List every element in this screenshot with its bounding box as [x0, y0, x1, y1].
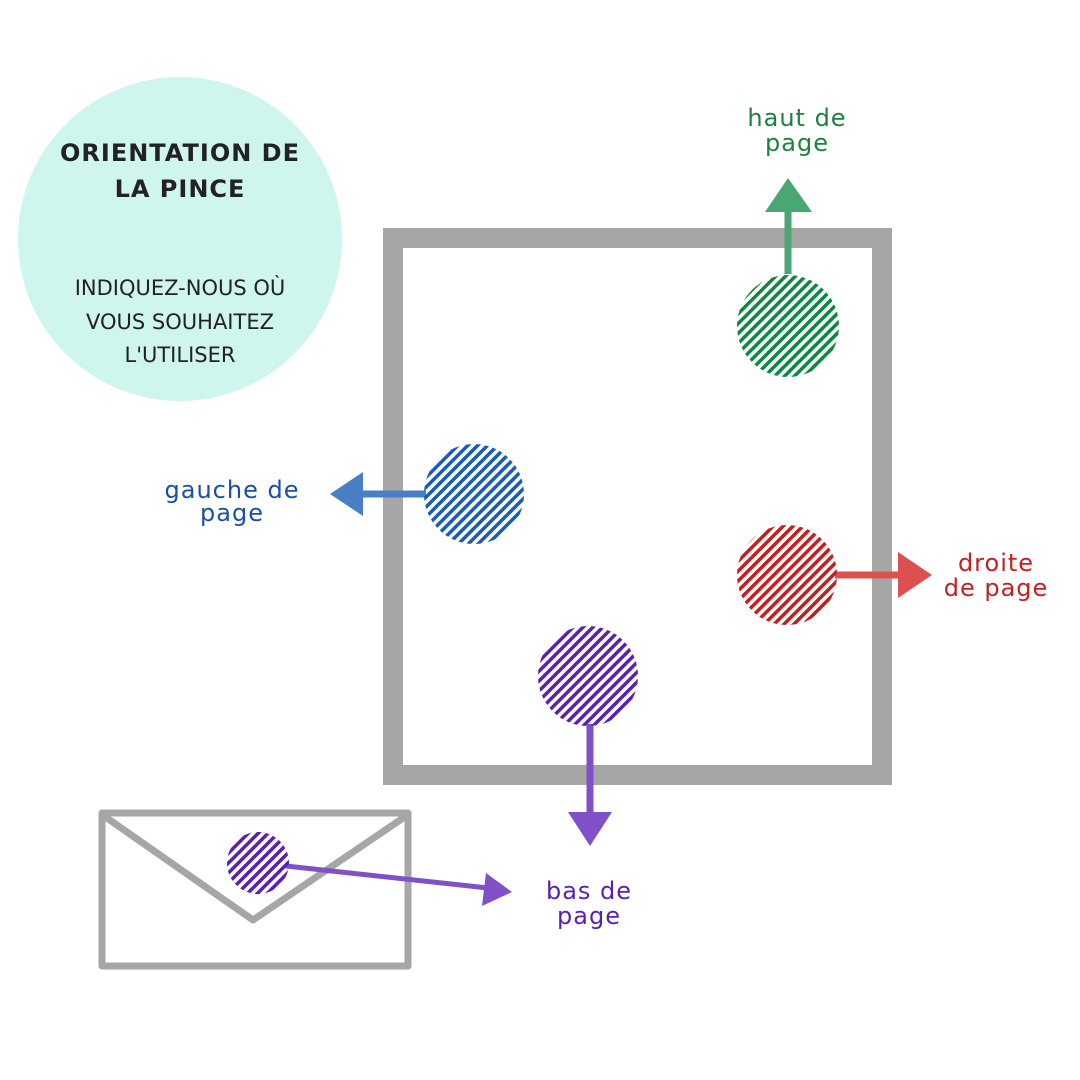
- info-title-line1: ORIENTATION DE: [60, 139, 300, 167]
- envelope-icon: [98, 809, 412, 970]
- label-right-line2: de page: [944, 574, 1049, 602]
- top-clip-marker: [737, 178, 839, 377]
- label-bottom-line2: page: [557, 902, 621, 930]
- left-clip-marker: [330, 444, 524, 544]
- label-top-line2: page: [765, 129, 829, 157]
- info-circle: [18, 77, 342, 401]
- arrow-right-icon: [898, 552, 932, 598]
- bottom-clip-marker: [538, 626, 638, 846]
- arrow-up-icon: [765, 178, 812, 212]
- arrow-down-icon: [568, 812, 612, 846]
- envelope-clip-marker: [227, 832, 512, 906]
- right-clip-marker: [737, 525, 932, 625]
- label-left-line1: gauche de: [165, 476, 300, 504]
- info-subtitle-line1: INDIQUEZ-NOUS OÙ: [75, 275, 286, 300]
- page-frame: [383, 228, 892, 785]
- label-top-line1: haut de: [747, 104, 846, 132]
- info-title-line2: LA PINCE: [115, 175, 246, 203]
- label-right-line1: droite: [958, 549, 1034, 577]
- arrow-right-icon: [482, 873, 512, 906]
- label-bottom-line1: bas de: [546, 877, 632, 905]
- arrow-left-icon: [330, 472, 363, 516]
- info-subtitle-line2: VOUS SOUHAITEZ: [86, 310, 274, 334]
- label-left-line2: page: [200, 499, 264, 527]
- info-subtitle-line3: L'UTILISER: [125, 343, 236, 367]
